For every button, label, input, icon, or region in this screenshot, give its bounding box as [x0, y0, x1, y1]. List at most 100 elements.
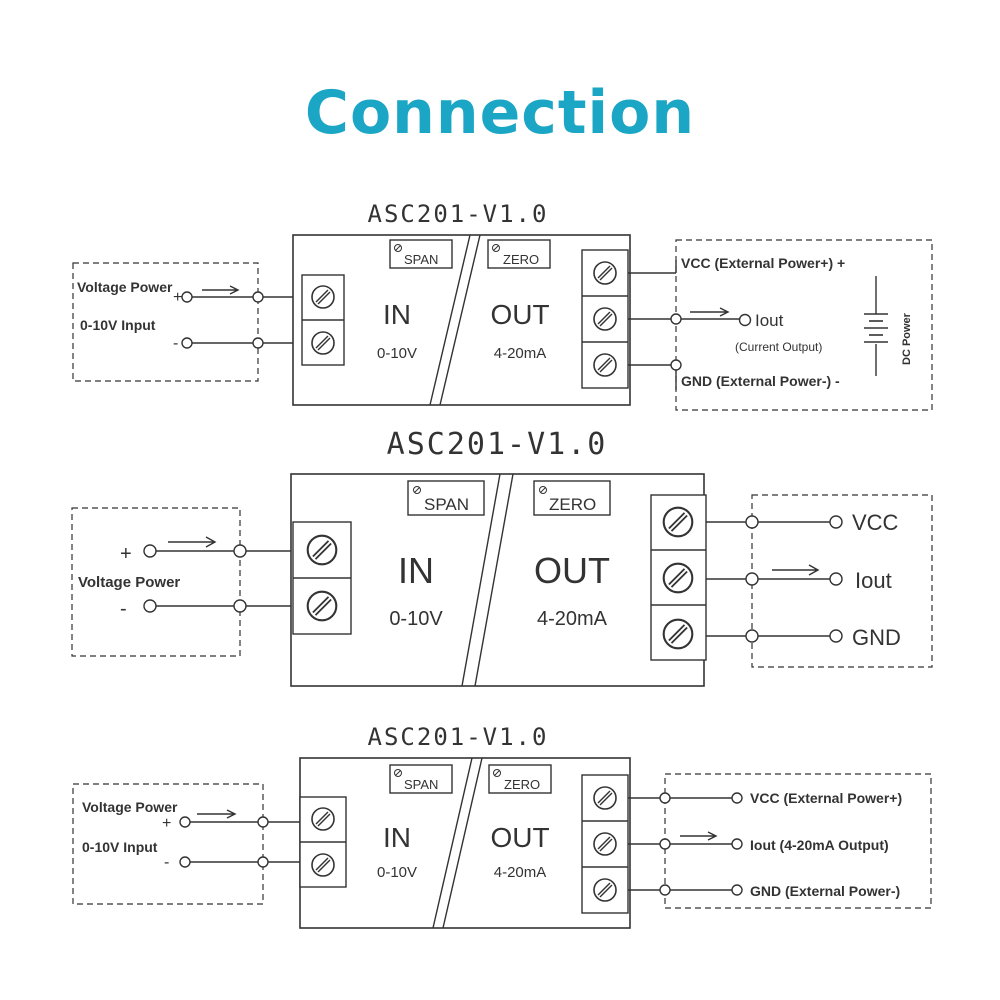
diagram-3: ASC201-V1.0 Voltage Power 0-10V Input + … — [72, 723, 932, 929]
plus-sign: + — [162, 815, 171, 832]
gnd-label: GND (External Power-) - — [681, 373, 840, 389]
current-arrow — [680, 831, 718, 841]
zero-pot-icon — [491, 243, 501, 253]
output-screw-terminal — [593, 353, 617, 377]
span-trimmer[interactable] — [389, 764, 453, 794]
box-edge-terminal — [257, 816, 269, 828]
module-name: ASC201-V1.0 — [368, 200, 549, 228]
span-trimmer[interactable] — [407, 480, 485, 516]
input-screw-terminal — [306, 534, 338, 566]
out-terminal — [745, 515, 759, 529]
vcc-terminal — [731, 792, 743, 804]
box-edge-terminal — [252, 337, 264, 349]
output-screw-terminal — [662, 618, 694, 650]
zero-label: ZERO — [549, 495, 596, 514]
box-edge-terminal — [252, 291, 264, 303]
span-pot-icon — [393, 768, 403, 778]
source-minus-terminal — [181, 337, 193, 349]
in-label: IN — [398, 550, 434, 591]
zero-label: ZERO — [504, 777, 540, 792]
iout-terminal — [738, 313, 752, 327]
span-trimmer[interactable] — [389, 239, 453, 269]
source-minus-terminal — [143, 599, 157, 613]
dc-power-label: DC Power — [901, 312, 913, 365]
source-sublabel: 0-10V Input — [82, 839, 158, 855]
module-body — [292, 234, 631, 406]
current-arrow — [202, 285, 240, 295]
current-arrow — [772, 564, 820, 576]
output-screw-terminal — [662, 506, 694, 538]
source-label: Voltage Power — [77, 279, 173, 295]
diagram-2: ASC201-V1.0 + - Voltage Power SPAN ZERO — [71, 427, 933, 687]
out-range: 4-20mA — [494, 345, 547, 362]
gnd-label: GND (External Power-) — [750, 883, 900, 899]
output-box — [675, 239, 933, 411]
iout-label: Iout (4-20mA Output) — [750, 837, 889, 853]
zero-trimmer[interactable] — [533, 480, 611, 516]
source-box — [71, 507, 241, 657]
output-screw-terminal — [593, 878, 617, 902]
iout-label: Iout — [855, 568, 892, 593]
current-arrow — [197, 809, 237, 819]
module-name: ASC201-V1.0 — [387, 427, 608, 462]
out-range: 4-20mA — [494, 864, 547, 881]
source-sublabel: 0-10V Input — [80, 317, 156, 333]
input-screw-terminal — [311, 807, 335, 831]
minus-sign: - — [120, 598, 127, 620]
input-screw-terminal — [311, 285, 335, 309]
plus-sign: + — [173, 289, 182, 306]
span-label: SPAN — [404, 777, 438, 792]
source-label: Voltage Power — [82, 799, 178, 815]
vcc-label: VCC (External Power+) — [750, 790, 902, 806]
source-plus-terminal — [179, 816, 191, 828]
zero-label: ZERO — [503, 252, 539, 267]
out-terminal — [659, 884, 671, 896]
minus-sign: - — [173, 335, 178, 352]
in-range: 0-10V — [377, 864, 417, 881]
source-box — [72, 783, 264, 905]
span-pot-icon — [412, 485, 422, 495]
out-terminal — [659, 792, 671, 804]
current-arrow — [168, 536, 217, 548]
source-box — [72, 262, 259, 382]
source-label: Voltage Power — [78, 574, 180, 591]
vcc-terminal — [829, 515, 843, 529]
output-screw-terminal — [593, 832, 617, 856]
minus-sign: - — [164, 854, 169, 871]
zero-trimmer[interactable] — [487, 239, 551, 269]
current-arrow — [690, 307, 730, 317]
output-screw-terminal — [662, 562, 694, 594]
output-screw-terminal — [593, 307, 617, 331]
span-label: SPAN — [404, 252, 438, 267]
source-plus-terminal — [181, 291, 193, 303]
out-terminal — [659, 838, 671, 850]
gnd-terminal — [731, 884, 743, 896]
box-edge-terminal — [233, 544, 247, 558]
zero-pot-icon — [538, 485, 548, 495]
iout-note: (Current Output) — [735, 340, 822, 354]
output-screw-terminal — [593, 786, 617, 810]
module-name: ASC201-V1.0 — [368, 723, 549, 751]
input-screw-terminal — [311, 331, 335, 355]
iout-terminal — [731, 838, 743, 850]
page-title: Connection — [304, 78, 696, 148]
module-body — [290, 473, 705, 687]
output-box — [751, 494, 933, 668]
module-body — [299, 757, 631, 929]
iout-terminal — [829, 572, 843, 586]
in-range: 0-10V — [377, 345, 417, 362]
gnd-label: GND — [852, 625, 901, 650]
in-label: IN — [383, 822, 411, 853]
vcc-label: VCC (External Power+) + — [681, 255, 845, 271]
input-screw-terminal — [311, 853, 335, 877]
out-label: OUT — [534, 550, 610, 591]
span-pot-icon — [393, 243, 403, 253]
box-edge-terminal — [257, 856, 269, 868]
out-terminal — [670, 359, 682, 371]
zero-trimmer[interactable] — [488, 764, 552, 794]
iout-label: Iout — [755, 311, 784, 330]
out-terminal — [670, 313, 682, 325]
in-range: 0-10V — [389, 608, 443, 630]
out-label: OUT — [490, 822, 549, 853]
